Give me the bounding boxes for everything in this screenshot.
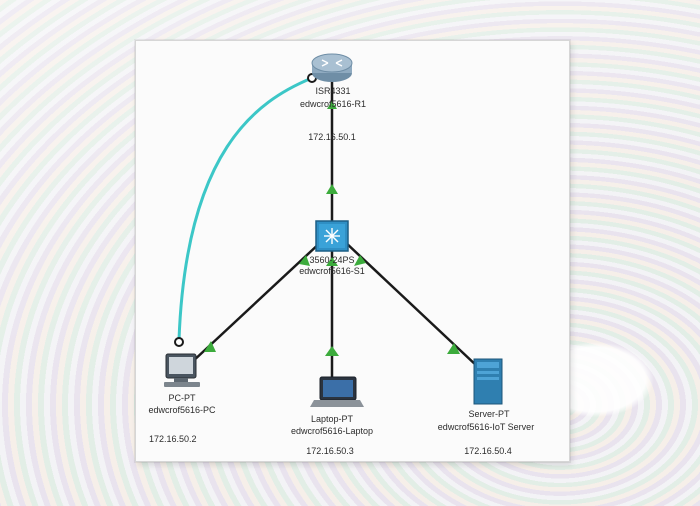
- link-indicator-switch-pc-pc: [204, 341, 216, 352]
- link-indicator-switch-pc-sw: [299, 255, 310, 266]
- laptop-icon[interactable]: [310, 376, 364, 407]
- server-icon[interactable]: [473, 358, 503, 405]
- topology-diagram: [164, 53, 503, 407]
- topology-canvas[interactable]: ISR4331 edwcrof5616-R1 172.16.50.1 3560-…: [135, 40, 570, 462]
- laptop-model-label: Laptop-PT: [310, 414, 354, 424]
- server-model-label: Server-PT: [468, 409, 510, 419]
- desktop-pc-icon[interactable]: [164, 353, 200, 387]
- router-ip-label: 172.16.50.1: [308, 132, 356, 142]
- server-name-label: edwcrof5616-IoT Server: [437, 422, 535, 432]
- pc-model-label: PC-PT: [168, 393, 196, 403]
- switch-name-label: edwcrof5616-S1: [299, 266, 365, 276]
- console-port-pc: [174, 337, 184, 347]
- link-indicator-switch-laptop-lp: [325, 346, 339, 356]
- router-icon[interactable]: [311, 53, 353, 82]
- router-name-label: edwcrof5616-R1: [299, 99, 367, 109]
- multilayer-switch-icon[interactable]: [315, 220, 349, 252]
- link-switch-pc[interactable]: [190, 240, 323, 364]
- laptop-ip-label: 172.16.50.3: [306, 446, 354, 456]
- link-indicator-switch-server-sv: [447, 343, 460, 354]
- link-indicator-router-switch: [326, 184, 338, 194]
- pc-ip-label: 172.16.50.2: [149, 434, 197, 444]
- console-cable[interactable]: [177, 76, 313, 341]
- pc-name-label: edwcrof5616-PC: [148, 405, 216, 415]
- link-indicator-switch-laptop-sw: [326, 257, 338, 266]
- server-ip-label: 172.16.50.4: [464, 446, 512, 456]
- switch-model-label: 3560-24PS: [309, 255, 355, 265]
- link-switch-server[interactable]: [343, 240, 479, 368]
- laptop-name-label: edwcrof5616-Laptop: [290, 426, 374, 436]
- router-model-label: ISR4331: [315, 86, 351, 96]
- link-up-indicators: [204, 101, 460, 356]
- link-indicator-switch-server-sw: [354, 255, 366, 266]
- link-indicator-switch-router: [327, 101, 337, 109]
